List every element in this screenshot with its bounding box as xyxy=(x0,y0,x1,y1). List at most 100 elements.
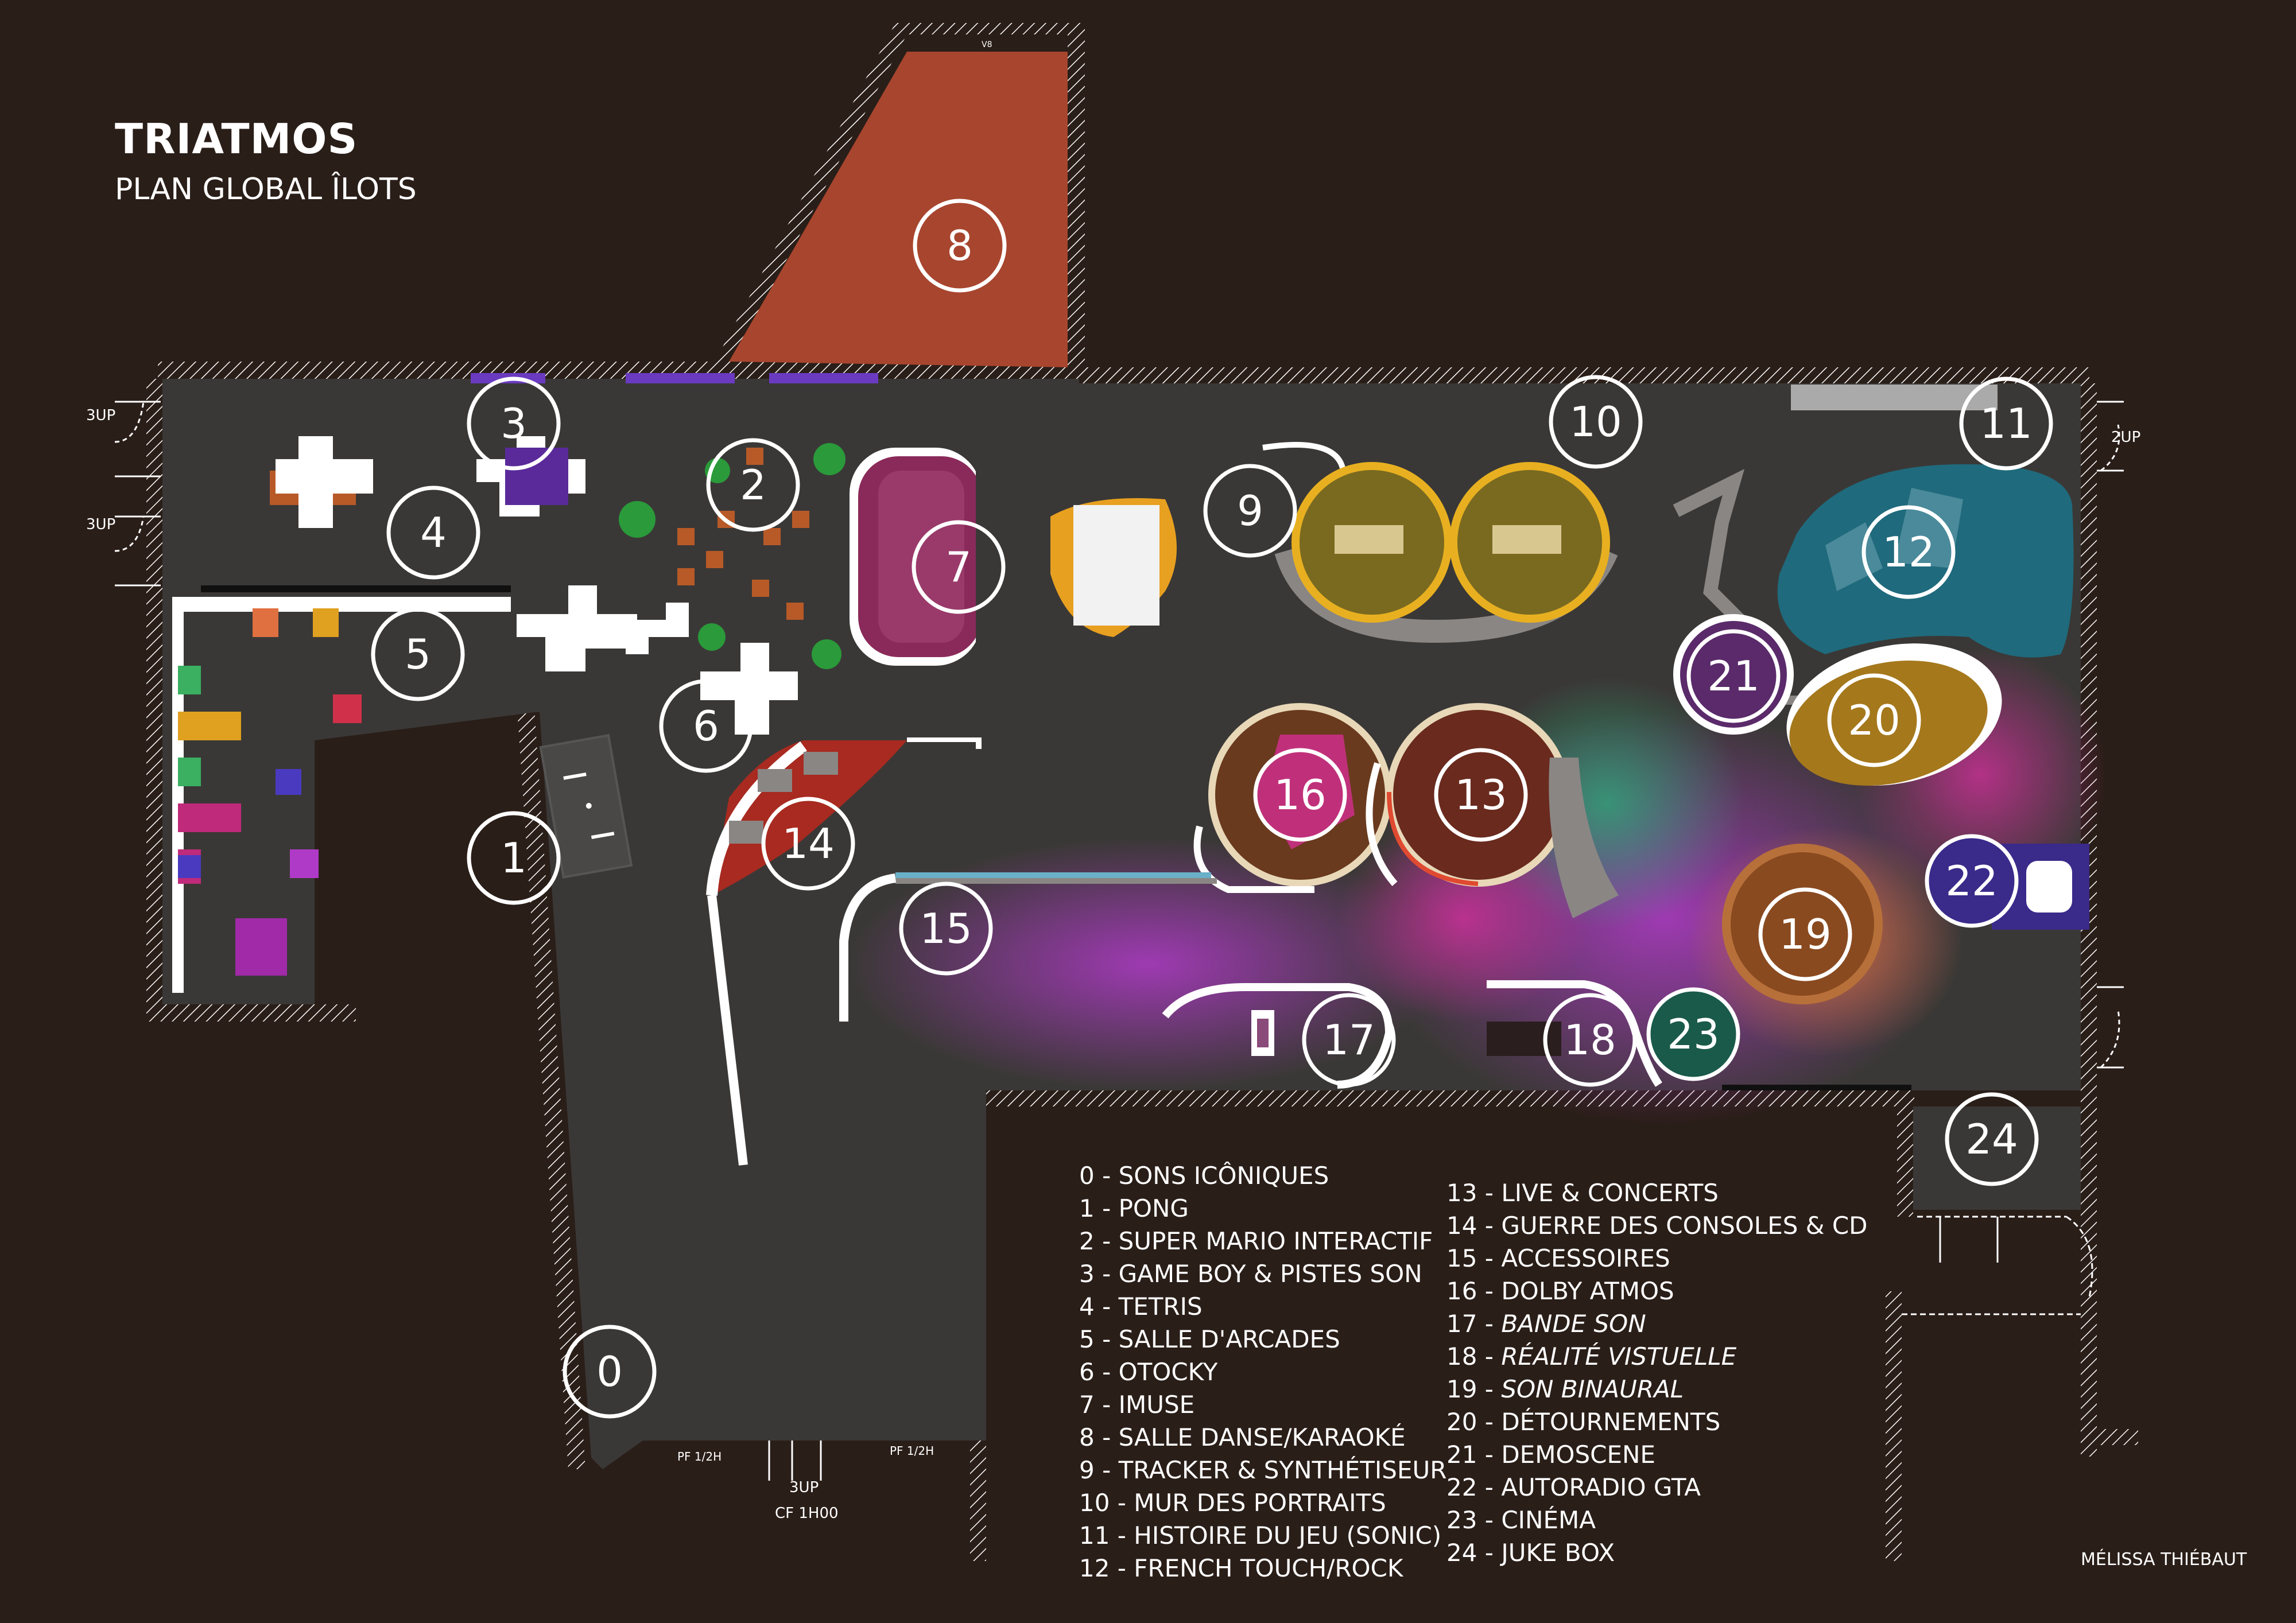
marker-number: 21 xyxy=(1707,652,1760,700)
legend-label: LIVE & CONCERTS xyxy=(1501,1179,1719,1207)
pong-table xyxy=(539,733,633,879)
zone-marker-11: 11 xyxy=(1959,376,2053,471)
marker-number: 16 xyxy=(1274,771,1327,819)
legend-label: BANDE SON xyxy=(1501,1310,1646,1338)
door-label-pf-right: PF 1/2H xyxy=(890,1444,934,1458)
zone-marker-14: 14 xyxy=(761,797,855,891)
divider-wall xyxy=(976,737,982,749)
corridor-wall-14 xyxy=(707,895,748,1166)
legend-number: 18 - xyxy=(1446,1342,1502,1370)
tracker-synth-island xyxy=(1262,442,1618,643)
center-table xyxy=(1050,498,1177,637)
legend-item: 7 - IMUSE xyxy=(1079,1391,1195,1419)
legend-item: 3 - GAME BOY & PISTES SON xyxy=(1079,1260,1422,1288)
zone-marker-4: 4 xyxy=(386,486,480,580)
marker-ring xyxy=(467,811,561,905)
zone-marker-12: 12 xyxy=(1861,505,1956,599)
marker-number: 20 xyxy=(1848,696,1901,744)
marker-number: 18 xyxy=(1564,1016,1616,1064)
legend-number: 24 - xyxy=(1446,1539,1502,1567)
legend-item: 15 - ACCESSOIRES xyxy=(1446,1242,1868,1275)
door-label-pf-left: PF 1/2H xyxy=(677,1450,722,1463)
marker-number: 17 xyxy=(1322,1016,1375,1064)
marker-number: 12 xyxy=(1882,528,1935,576)
legend-item: 4 - TETRIS xyxy=(1079,1292,1203,1321)
legend-item: 2 - SUPER MARIO INTERACTIF xyxy=(1079,1227,1433,1255)
marker-number: 19 xyxy=(1779,910,1832,958)
map-title: TRIATMOS xyxy=(115,115,358,163)
marker-ring xyxy=(1959,376,2053,471)
legend-item: 12 - FRENCH TOUCH/ROCK xyxy=(1079,1554,1403,1582)
zone-marker-15: 15 xyxy=(899,882,993,976)
marker-ring xyxy=(659,679,753,773)
marker-number: 11 xyxy=(1980,399,2033,448)
author-credit: MÉLISSA THIÉBAUT xyxy=(2081,1550,2247,1570)
marker-number: 23 xyxy=(1667,1010,1720,1058)
legend-label: GUERRE DES CONSOLES & CD xyxy=(1501,1212,1868,1240)
legend-label: RÉALITÉ VISTUELLE xyxy=(1501,1342,1737,1370)
marker-number: 0 xyxy=(596,1348,623,1396)
legend-label: DÉTOURNEMENTS xyxy=(1501,1408,1721,1436)
legend-label: AUTORADIO GTA xyxy=(1501,1473,1701,1501)
marker-ring xyxy=(1549,375,1643,469)
marker-ring xyxy=(1827,673,1921,767)
marker-ring xyxy=(467,376,561,471)
door-label-3up-2: 3UP xyxy=(86,516,115,533)
curved-wall-13 xyxy=(1549,758,1619,918)
legend-number: 19 - xyxy=(1446,1375,1502,1403)
marker-number: 10 xyxy=(1569,398,1622,446)
legend-column-1: 0 - SONS ICÔNIQUES 1 - PONG 2 - SUPER MA… xyxy=(1079,1159,1446,1585)
legend-number: 21 - xyxy=(1446,1440,1502,1469)
zone-marker-21: 21 xyxy=(1686,629,1781,723)
marker-number: 5 xyxy=(405,630,431,678)
legend-item: 8 - SALLE DANSE/KARAOKÉ xyxy=(1079,1423,1406,1451)
zone-marker-22: 22 xyxy=(1925,834,2019,928)
zone-marker-23: 23 xyxy=(1646,987,1740,1081)
zone-marker-9: 9 xyxy=(1203,464,1297,558)
legend-number: 23 - xyxy=(1446,1506,1502,1534)
marker-number: 1 xyxy=(501,834,527,882)
zone-marker-24: 24 xyxy=(1945,1092,2039,1186)
marker-ring xyxy=(1925,834,2019,928)
marker-number: 8 xyxy=(947,222,973,270)
legend-number: 22 - xyxy=(1446,1473,1502,1501)
marker-ring xyxy=(1543,993,1637,1087)
door-label-3up-bottom: 3UP xyxy=(789,1479,819,1496)
marker-ring xyxy=(1253,748,1347,842)
zone-marker-13: 13 xyxy=(1434,748,1528,842)
legend-item: 23 - CINÉMA xyxy=(1446,1504,1868,1536)
legend-item: 10 - MUR DES PORTRAITS xyxy=(1079,1489,1386,1517)
door-label-top: V8 xyxy=(982,40,992,49)
bande-son-island xyxy=(1162,983,1394,1089)
marker-ring xyxy=(386,486,480,580)
legend-item: 6 - OTOCKY xyxy=(1079,1358,1218,1386)
marker-number: 6 xyxy=(693,702,719,750)
marker-ring xyxy=(563,1325,657,1419)
marker-number: 9 xyxy=(1237,487,1263,535)
marker-ring xyxy=(913,199,1007,293)
zone-marker-10: 10 xyxy=(1549,375,1643,469)
marker-ring xyxy=(1434,748,1528,842)
zone-marker-3: 3 xyxy=(467,376,561,471)
legend-number: 15 - xyxy=(1446,1244,1502,1272)
legend-number: 13 - xyxy=(1446,1179,1502,1207)
accessories-wall xyxy=(839,872,1217,1022)
legend-number: 20 - xyxy=(1446,1408,1502,1436)
legend-label: JUKE BOX xyxy=(1501,1539,1615,1567)
marker-ring xyxy=(1203,464,1297,558)
zone-marker-19: 19 xyxy=(1758,887,1852,981)
zone-marker-5: 5 xyxy=(371,607,465,701)
marker-number: 2 xyxy=(740,461,766,509)
zone-marker-16: 16 xyxy=(1253,748,1347,842)
legend-item: 24 - JUKE BOX xyxy=(1446,1536,1868,1569)
marker-ring xyxy=(912,520,1006,614)
salle-8-dance-karaoke xyxy=(729,52,1068,367)
legend-label: DOLBY ATMOS xyxy=(1501,1277,1674,1305)
zone-marker-7: 7 xyxy=(912,520,1006,614)
marker-ring xyxy=(1945,1092,2039,1186)
marker-ring xyxy=(1646,987,1740,1081)
legend-label: DEMOSCENE xyxy=(1501,1440,1655,1469)
zone-marker-2: 2 xyxy=(706,438,800,532)
